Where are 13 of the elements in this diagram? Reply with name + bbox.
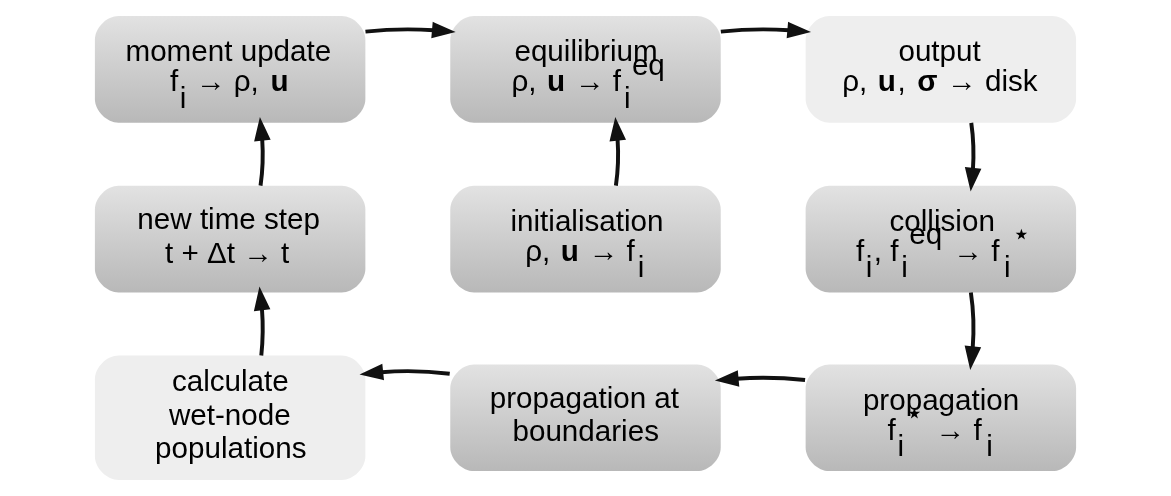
node-box: propagation at boundaries	[450, 364, 721, 472]
node-box: calculate wet-node populations	[94, 355, 366, 480]
arrow	[254, 116, 271, 186]
arrow	[964, 122, 982, 192]
node-box: new time step t + Δt → t	[94, 185, 366, 293]
arrow	[365, 21, 456, 39]
arrow	[720, 21, 812, 39]
arrow	[359, 363, 450, 381]
arrow	[964, 292, 982, 371]
node-box: output ρ, u, σ → disk	[805, 16, 1077, 123]
arrow	[714, 370, 806, 387]
arrow	[609, 116, 627, 186]
arrow	[253, 286, 271, 356]
